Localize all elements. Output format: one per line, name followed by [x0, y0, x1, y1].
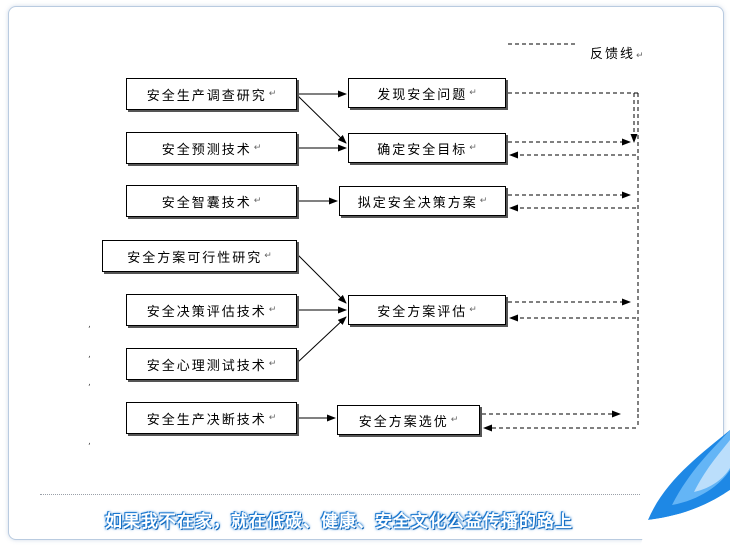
- box-find-safety-problem: 发现安全问题↵: [348, 78, 506, 108]
- footer-divider: [40, 494, 640, 495]
- box-production-decision: 安全生产决断技术↵: [126, 402, 297, 434]
- stray-comma: ,: [88, 378, 91, 388]
- box-define-safety-target: 确定安全目标↵: [348, 133, 506, 163]
- arrow-feasible-to-eval: [297, 254, 347, 304]
- page-curl-icon: [640, 430, 730, 547]
- stray-comma: ,: [88, 437, 91, 447]
- stray-comma: ,: [88, 320, 91, 330]
- arrow-psych-to-eval: [297, 316, 347, 363]
- box-decision-assessment: 安全决策评估技术↵: [126, 294, 297, 326]
- box-safety-survey: 安全生产调查研究↵: [126, 78, 297, 110]
- box-plan-selection: 安全方案选优↵: [337, 405, 480, 435]
- box-plan-evaluation: 安全方案评估↵: [348, 295, 506, 325]
- box-safety-prediction: 安全预测技术↵: [126, 132, 297, 164]
- arrow-survey-to-target: [297, 95, 347, 144]
- box-draft-decision-plan: 拟定安全决策方案↵: [339, 186, 506, 216]
- box-safety-think-tank: 安全智囊技术↵: [126, 185, 297, 217]
- stray-comma: ,: [88, 350, 91, 360]
- footer-banner: 如果我不在家，就在低碳、健康、安全文化公益传播的路上: [105, 512, 573, 532]
- legend-label: 反馈线↵: [590, 47, 644, 62]
- box-psychology-test: 安全心理测试技术↵: [126, 348, 297, 380]
- box-feasibility-study: 安全方案可行性研究↵: [102, 240, 297, 272]
